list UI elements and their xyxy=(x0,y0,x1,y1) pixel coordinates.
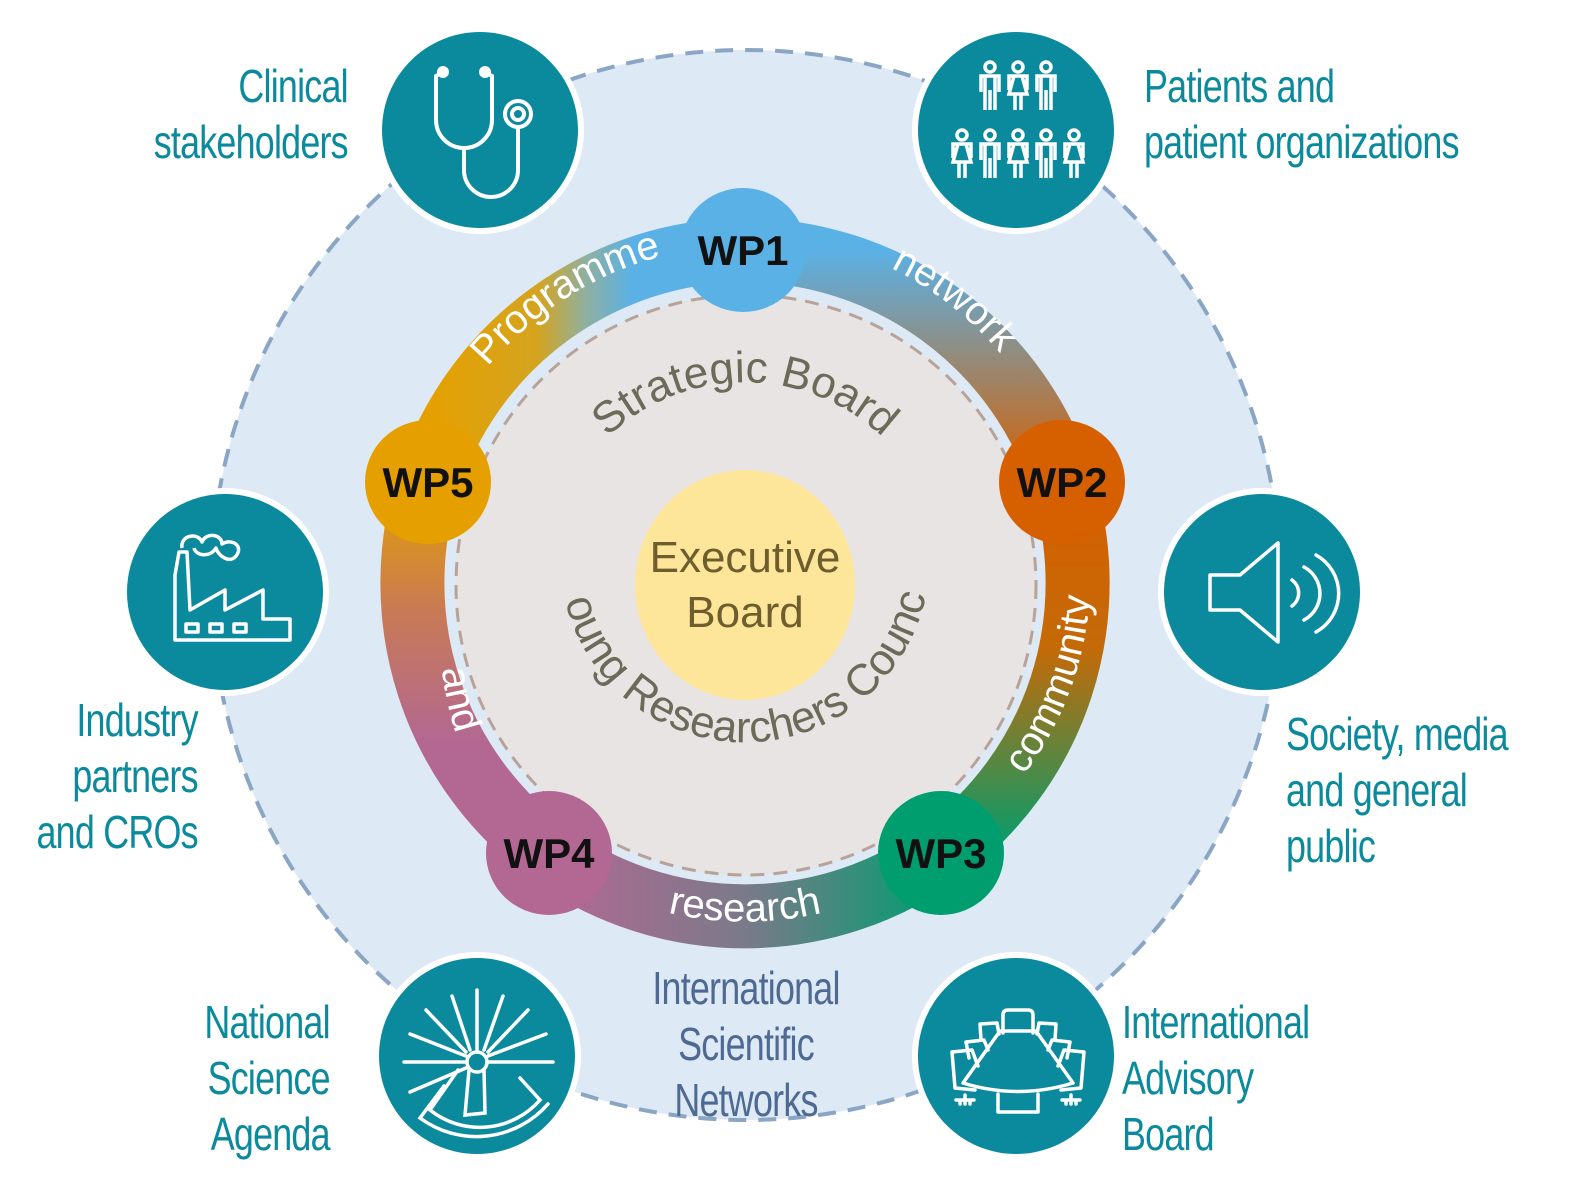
label-line: public xyxy=(1286,820,1376,872)
work-package-node-wp2: WP2 xyxy=(999,420,1125,544)
stakeholder-label-clinical: Clinical stakeholders xyxy=(153,58,349,170)
work-package-label: WP2 xyxy=(1016,459,1107,506)
label-line: Scientific xyxy=(678,1018,815,1070)
stakeholder-label-international-advisory-board: International Advisory Board xyxy=(1122,994,1310,1162)
executive-board-label-line1: Executive xyxy=(650,533,841,582)
work-package-label: WP3 xyxy=(895,830,986,877)
work-package-node-wp3: WP3 xyxy=(878,791,1004,915)
work-package-label: WP1 xyxy=(697,227,788,274)
work-package-circle xyxy=(486,791,612,915)
stakeholder-society xyxy=(1158,488,1366,696)
stakeholder-patients xyxy=(912,26,1120,234)
label-line: Patients and xyxy=(1144,60,1335,112)
stakeholder-label-patients: Patients and patient organizations xyxy=(1144,58,1460,170)
executive-board xyxy=(635,470,855,700)
stakeholder-label-society: Society, media and general public xyxy=(1286,706,1509,874)
label-line: Board xyxy=(1122,1108,1215,1160)
stakeholder-industry xyxy=(121,488,329,696)
label-line: patient organizations xyxy=(1144,116,1460,168)
label-line: National xyxy=(204,996,331,1048)
label-line: Science xyxy=(207,1052,331,1104)
label-line: Agenda xyxy=(210,1108,331,1160)
label-line: Industry xyxy=(76,694,199,746)
label-line: partners xyxy=(72,750,199,802)
work-package-node-wp1: WP1 xyxy=(680,188,806,312)
work-package-label: WP5 xyxy=(382,459,473,506)
label-line: and general xyxy=(1286,764,1468,816)
science-agenda-icon xyxy=(402,988,555,1139)
label-line: Clinical xyxy=(238,60,349,112)
speaker-icon xyxy=(1208,541,1341,644)
people-group-icon xyxy=(950,60,1086,178)
ring-word-research: research xyxy=(666,879,824,931)
stakeholder-clinical xyxy=(376,26,584,234)
work-package-node-wp4: WP4 xyxy=(486,791,612,915)
label-line: and CROs xyxy=(36,806,199,858)
work-package-label: WP4 xyxy=(503,830,595,877)
executive-board-label-line2: Board xyxy=(686,588,803,637)
label-line: International xyxy=(652,962,840,1014)
stakeholder-label-national-science-agenda: National Science Agenda xyxy=(204,994,331,1162)
stakeholder-label-industry: Industry partners and CROs xyxy=(36,692,199,860)
work-package-node-wp5: WP5 xyxy=(365,420,491,544)
work-package-circle xyxy=(878,791,1004,915)
label-line: International xyxy=(1122,996,1310,1048)
work-package-circle xyxy=(365,420,491,544)
stethoscope-icon xyxy=(434,66,533,199)
international-scientific-networks-label: International Scientific Networks xyxy=(629,960,863,1128)
stakeholder-international-advisory-board xyxy=(912,952,1120,1160)
label-line: stakeholders xyxy=(153,116,349,168)
factory-icon xyxy=(173,533,292,642)
label-line: Society, media xyxy=(1286,708,1509,760)
work-package-circle xyxy=(680,188,806,312)
stakeholder-national-science-agenda xyxy=(373,952,581,1160)
label-line: Advisory xyxy=(1122,1052,1254,1104)
work-package-circle xyxy=(999,420,1125,544)
label-line: Networks xyxy=(674,1074,818,1126)
boardroom-table-icon xyxy=(950,1008,1086,1114)
